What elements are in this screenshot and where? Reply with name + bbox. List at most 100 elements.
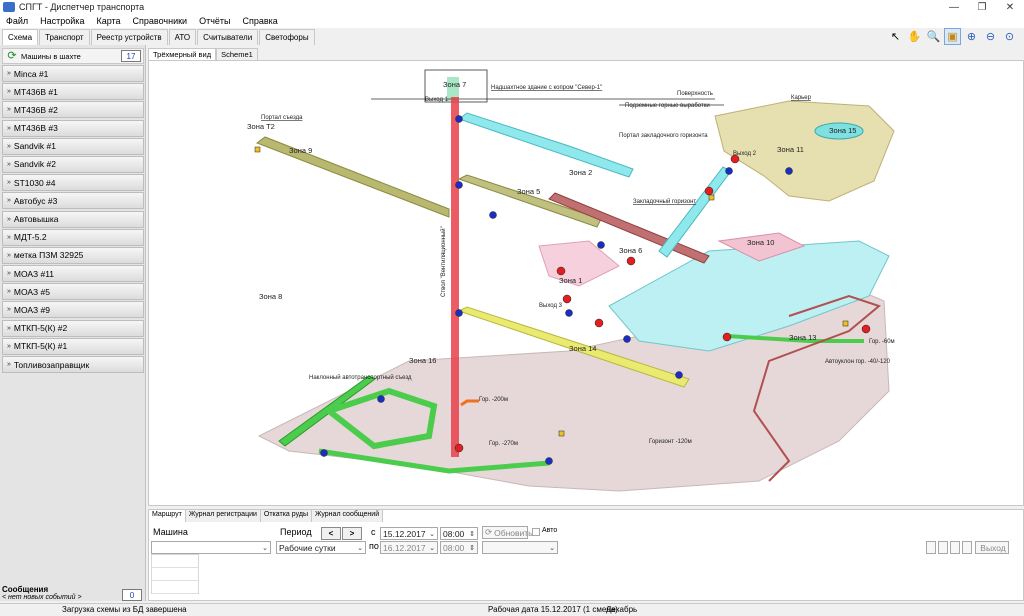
reader-marker[interactable] <box>725 167 733 175</box>
machine-item[interactable]: »МТ436В #2 <box>2 101 144 119</box>
close-icon[interactable]: ✕ <box>1005 1 1015 13</box>
gor200-label: Гор. -200м <box>479 397 508 403</box>
pointer-icon[interactable]: ↖ <box>890 31 901 43</box>
machine-item[interactable]: »МТКП-5(К) #2 <box>2 319 144 337</box>
alarm-marker[interactable] <box>722 332 732 342</box>
machine-item[interactable]: »МОАЗ #11 <box>2 265 144 283</box>
tab-readers[interactable]: Считыватели <box>197 29 259 45</box>
route-select[interactable]: ⌄ <box>482 541 558 554</box>
first-page-button[interactable] <box>926 541 936 554</box>
machine-item[interactable]: »ST1030 #4 <box>2 174 144 192</box>
alarm-marker[interactable] <box>562 294 572 304</box>
machine-item[interactable]: »МОАЗ #9 <box>2 301 144 319</box>
zoom-in-icon[interactable]: ⊕ <box>966 31 977 43</box>
zone-label-14: Зона 14 <box>569 344 596 353</box>
route-grid[interactable] <box>151 554 199 594</box>
reader-marker[interactable] <box>377 395 385 403</box>
refresh-button[interactable]: ⟳Обновить <box>482 526 533 539</box>
alarm-marker[interactable] <box>626 256 636 266</box>
zoom-fit-icon[interactable]: ⊙ <box>1004 31 1015 43</box>
machine-item[interactable]: »Автовышка <box>2 210 144 228</box>
tab-transport[interactable]: Транспорт <box>39 29 90 45</box>
building-label: Надшахтное здание с копром "Север-1" <box>491 85 602 91</box>
zoom-icon[interactable]: 🔍 <box>926 31 941 43</box>
menu-map[interactable]: Карта <box>96 16 121 26</box>
zoom-out-icon[interactable]: ⊖ <box>985 31 996 43</box>
chevron-right-icon: » <box>7 70 11 77</box>
period-select[interactable]: Рабочие сутки⌄ <box>276 541 366 554</box>
alarm-marker[interactable] <box>730 154 740 164</box>
mine-map[interactable]: Зона 7 Зона Т2 Зона 9 Зона 5 Зона 2 Зона… <box>148 60 1024 506</box>
from-date-field[interactable]: 15.12.2017⌄ <box>380 527 438 540</box>
menu-references[interactable]: Справочники <box>132 16 188 26</box>
reader-marker[interactable] <box>320 449 328 457</box>
tab-message-log[interactable]: Журнал сообщений <box>311 510 384 522</box>
reader-marker[interactable] <box>455 309 463 317</box>
machine-item[interactable]: »метка ПЗМ 32925 <box>2 246 144 264</box>
auto-checkbox[interactable] <box>532 528 540 536</box>
minimize-icon[interactable]: — <box>949 1 959 13</box>
tab-scheme[interactable]: Схема <box>2 29 39 45</box>
exit-button[interactable]: Выход <box>975 541 1009 554</box>
reader-marker[interactable] <box>785 167 793 175</box>
menu-file[interactable]: Файл <box>6 16 29 26</box>
machine-select[interactable]: ⌄ <box>151 541 271 554</box>
tab-device-registry[interactable]: Реестр устройств <box>90 29 168 45</box>
machine-item[interactable]: »МТ436В #3 <box>2 119 144 137</box>
traffic-light-marker[interactable] <box>708 194 715 201</box>
menu-reports[interactable]: Отчёты <box>199 16 231 26</box>
tab-ato[interactable]: АТО <box>168 29 197 45</box>
traffic-light-marker[interactable] <box>558 430 565 437</box>
machine-item[interactable]: »Minca #1 <box>2 65 144 82</box>
tab-registration-log[interactable]: Журнал регистрации <box>185 510 261 522</box>
reader-marker[interactable] <box>489 211 497 219</box>
alarm-marker[interactable] <box>556 266 566 276</box>
reader-marker[interactable] <box>597 241 605 249</box>
alarm-marker[interactable] <box>454 443 464 453</box>
machine-item[interactable]: »МТ436В #1 <box>2 83 144 101</box>
tab-ore-haulage[interactable]: Откатка руды <box>260 510 312 522</box>
tab-route[interactable]: Маршрут <box>149 510 186 522</box>
reader-marker[interactable] <box>455 181 463 189</box>
alarm-marker[interactable] <box>594 318 604 328</box>
alarm-marker[interactable] <box>704 186 714 196</box>
prev-page-button[interactable] <box>938 541 948 554</box>
to-date-field[interactable]: 16.12.2017⌄ <box>380 541 438 554</box>
next-page-button[interactable] <box>950 541 960 554</box>
traffic-light-marker[interactable] <box>254 146 261 153</box>
to-time-field[interactable]: 08:00⇕ <box>440 541 478 554</box>
tab-scheme1[interactable]: Scheme1 <box>216 48 258 60</box>
machine-item[interactable]: »Sandvik #1 <box>2 137 144 155</box>
from-time-field[interactable]: 08:00⇕ <box>440 527 478 540</box>
menu-settings[interactable]: Настройка <box>40 16 85 26</box>
period-next-button[interactable]: > <box>342 527 362 540</box>
machine-item[interactable]: »МОАЗ #5 <box>2 283 144 301</box>
restore-icon[interactable]: ❐ <box>977 1 987 13</box>
machine-item[interactable]: »Sandvik #2 <box>2 155 144 173</box>
reader-marker[interactable] <box>623 335 631 343</box>
zoom-area-icon[interactable]: ▣ <box>944 28 961 45</box>
hand-icon[interactable]: ✋ <box>907 31 922 43</box>
traffic-light-marker[interactable] <box>842 320 849 327</box>
chevron-right-icon: » <box>7 361 11 368</box>
machine-item[interactable]: »МДТ-5.2 <box>2 228 144 246</box>
reader-marker[interactable] <box>455 115 463 123</box>
menu-help[interactable]: Справка <box>242 16 278 26</box>
quarry-zone-15 <box>814 122 864 140</box>
mine-map-svg[interactable]: Зона 7 Зона Т2 Зона 9 Зона 5 Зона 2 Зона… <box>149 61 1024 506</box>
machine-item[interactable]: »Топливозаправщик <box>2 356 144 373</box>
period-prev-button[interactable]: < <box>321 527 341 540</box>
last-page-button[interactable] <box>962 541 972 554</box>
reader-marker[interactable] <box>545 457 553 465</box>
machines-header-label: Машины в шахте <box>21 51 81 61</box>
tab-3d-view[interactable]: Трёхмерный вид <box>148 48 217 60</box>
reader-marker[interactable] <box>675 371 683 379</box>
tab-traffic-lights[interactable]: Светофоры <box>259 29 315 45</box>
machine-item[interactable]: »Автобус #3 <box>2 192 144 210</box>
refresh-icon[interactable]: ⟳ <box>7 50 17 62</box>
reader-marker[interactable] <box>565 309 573 317</box>
messages-subtitle: < нет новых событий > <box>2 594 82 601</box>
green-road <box>318 448 550 474</box>
alarm-marker[interactable] <box>861 324 871 334</box>
machine-item[interactable]: »МТКП-5(К) #1 <box>2 337 144 355</box>
